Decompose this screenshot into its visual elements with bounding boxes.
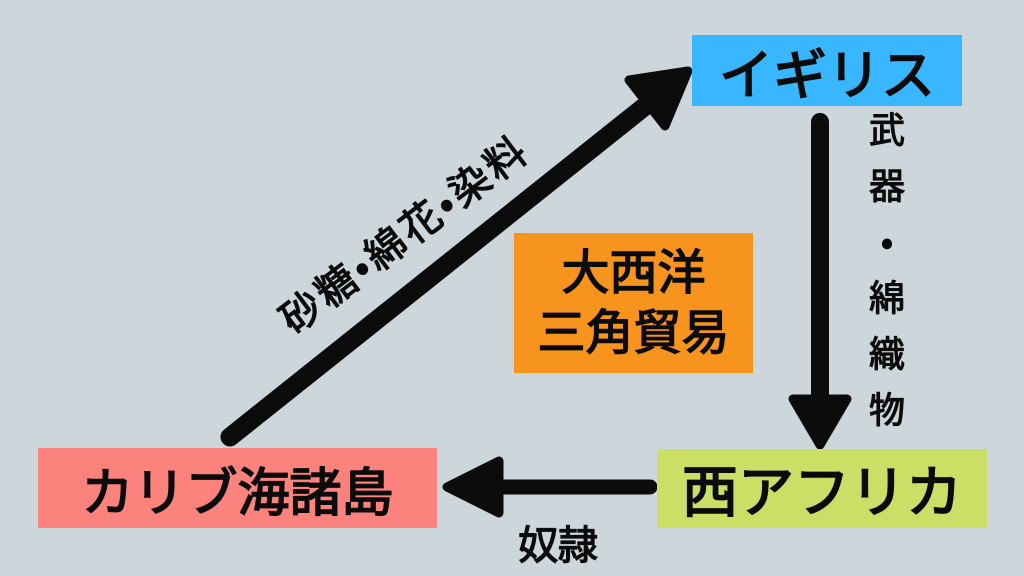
node-britain: イギリス [692,35,962,107]
center-title-box: 大西洋 三角貿易 [514,233,753,373]
edge-label-slaves: 奴隷 [518,523,598,569]
arrow-britain-to-west-africa [788,113,852,450]
arrow-west-africa-to-caribbean [442,456,658,518]
edge-label-weapons-cotton-textiles: 武器・綿織物 [863,111,904,447]
arrow-caribbean-to-britain [220,66,693,447]
node-caribbean: カリブ海諸島 [38,448,437,528]
center-title-line1: 大西洋 [561,245,706,301]
center-title-line2: 三角貿易 [537,305,730,361]
node-west-africa: 西アフリカ [657,449,987,528]
